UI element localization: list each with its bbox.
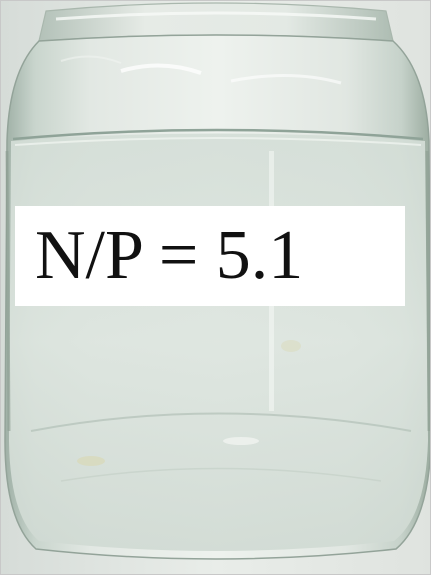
surface-highlight xyxy=(14,137,422,146)
sediment-left xyxy=(77,456,105,466)
right-edge-shadow xyxy=(425,150,430,432)
reflection-far-left xyxy=(60,55,122,64)
sediment-center xyxy=(281,340,301,352)
water xyxy=(9,133,428,551)
reflection-right xyxy=(230,73,342,85)
left-edge-shadow xyxy=(5,150,11,432)
np-ratio-label: N/P = 5.1 xyxy=(35,217,304,294)
water-surface xyxy=(12,128,424,141)
jar-bottom-curve xyxy=(30,412,412,432)
label-band: N/P = 5.1 xyxy=(15,206,405,306)
jar-bottom-ring xyxy=(60,467,382,482)
bottom-highlight xyxy=(223,437,259,445)
reflection-left xyxy=(120,63,202,75)
jar-rim-highlight xyxy=(55,11,377,21)
